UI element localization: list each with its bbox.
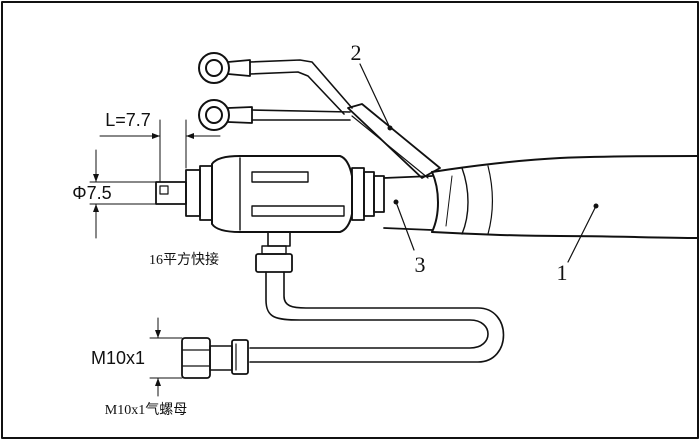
length-dimension [99, 119, 221, 183]
diameter-label: Φ7.5 [72, 183, 111, 203]
ring-terminal-lower [198, 99, 351, 131]
callout-leaders [359, 63, 599, 263]
gas-hose [249, 245, 505, 363]
callout-3: 3 [415, 252, 426, 277]
gas-nut [181, 337, 249, 379]
thread-dimension [149, 317, 183, 397]
thread-label: M10x1 [91, 348, 145, 368]
diameter-dimension [89, 149, 157, 239]
ring-terminal-upper [198, 52, 353, 115]
main-cable [431, 155, 699, 239]
callout-1: 1 [557, 260, 568, 285]
callout-2: 2 [351, 40, 362, 65]
nut-label: M10x1气螺母 [105, 402, 187, 418]
length-label: L=7.7 [105, 110, 151, 130]
quick-connector [155, 155, 385, 247]
cable-segment [383, 175, 433, 231]
lead-sleeve [347, 103, 441, 179]
connector-label: 16平方快接 [149, 251, 219, 268]
